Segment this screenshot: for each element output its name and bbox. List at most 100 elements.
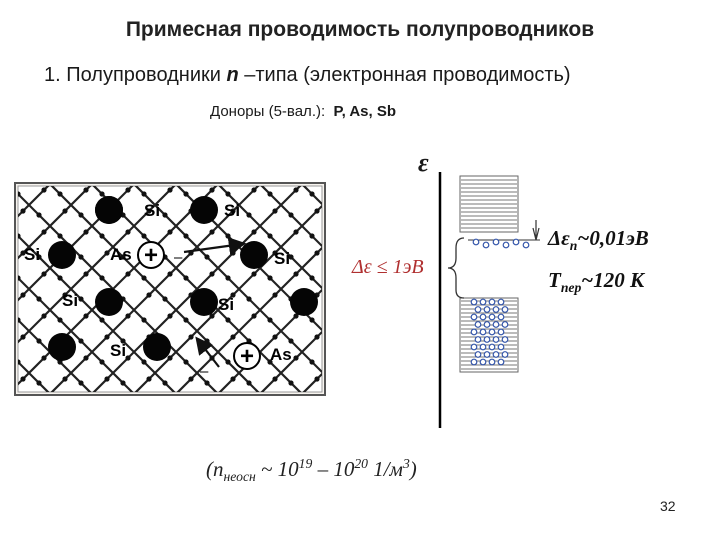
bond-electron-dot [188,334,194,340]
bond-electron-dot [267,359,273,365]
bond-electron-dot [246,380,252,386]
ion-plus-2 [233,342,261,370]
bond-electron-dot [120,254,126,260]
bond-electron-dot [78,212,84,218]
si-label-3: Si [24,245,40,264]
conc-exp3: 3 [402,456,410,471]
valence-electron [492,336,500,343]
atom [95,196,123,224]
bond-line [18,186,92,260]
bond-line [50,186,260,392]
conc-open: (n [206,457,224,481]
bond-electron-dot [141,317,147,323]
valence-electron [479,313,487,321]
subtitle: 1. Полупроводники n –типа (электронная п… [44,64,571,87]
valence-electron [488,343,496,351]
band-diagram [438,172,540,428]
subtitle-n: n [226,64,239,86]
as-label-2: As [270,345,292,364]
bond-electron-dot [20,292,26,298]
atom [190,288,218,316]
valence-electron [488,298,496,306]
valence-electron [497,298,505,306]
bond-electron-dot [272,334,278,340]
bond-electron-dot [272,292,278,298]
bond-electron-dot [20,250,26,256]
donor-electron [512,238,520,246]
valence-band [459,297,519,373]
bond-electron-dot [104,334,110,340]
valence-electron [479,298,487,306]
donor-electron [472,238,480,246]
valence-electron [479,343,487,351]
valence-electron [497,328,505,336]
bond-electron-dot [314,334,320,340]
bond-electron-dot [104,250,110,256]
bond-electron-dot [288,212,294,218]
bond-electron-dot [41,271,47,277]
bond-electron-dot [162,296,168,302]
bond-electron-dot [204,254,210,260]
bond-electron-dot [267,275,273,281]
bond-electron-dot [183,191,189,197]
si-label-7: Si [110,341,126,360]
valence-electron [497,343,505,351]
bond-line [134,204,322,392]
valence-electron [470,328,478,336]
valence-electron [488,328,496,336]
bond-electron-dot [293,355,299,361]
valence-electron [470,298,478,306]
valence-electron [474,336,482,343]
bond-electron-dot [83,313,89,319]
valence-electron [474,306,482,313]
bond-electron-dot [125,355,131,361]
bond-electron-dot [188,376,194,382]
bond-electron-dot [230,376,236,382]
page-number: 32 [660,498,676,514]
bond-electron-dot [62,292,68,298]
bond-electron-dot [99,275,105,281]
bond-electron-dot [41,313,47,319]
bond-electron-dot [167,229,173,235]
bond-electron-dot [267,233,273,239]
donor-electron [482,241,490,249]
temperature-symbol: T [548,268,561,292]
valence-electron [492,306,500,313]
bond-electron-dot [18,359,21,365]
page-title: Примесная проводимость полупроводников [125,18,595,41]
valence-electron [470,358,478,366]
bond-electron-dot [78,338,84,344]
conc-mid1: ~ 10 [255,457,299,481]
bond-electron-dot [125,271,131,277]
conduction-band [459,175,519,233]
bond-electron-dot [62,208,68,214]
bond-electron-dot [125,313,131,319]
bond-electron-dot [146,292,152,298]
si-label-6: Si [218,295,234,314]
bond-electron-dot [20,376,26,382]
valence-electron [497,358,505,366]
conc-exp2: 20 [354,456,368,471]
bond-electron-dot [20,208,26,214]
bond-electron-dot [99,317,105,323]
si-label-5: Si [62,291,78,310]
atom [48,241,76,269]
si-label-1: Si [144,201,160,220]
bond-electron-dot [204,380,210,386]
bond-electron-dot [309,359,315,365]
bond-line [92,186,302,392]
bond-electron-dot [57,317,63,323]
bond-electron-dot [120,380,126,386]
donor-level [468,238,540,249]
valence-electron [492,321,500,328]
bond-electron-dot [36,296,42,302]
atom [290,288,318,316]
atom [240,241,268,269]
bond-electron-dot [272,250,278,256]
bond-electron-dot [288,380,294,386]
bond-electron-dot [209,271,215,277]
conc-sub: неосн [223,469,256,485]
bond-electron-dot [78,296,84,302]
lattice-atoms [48,196,318,361]
bond-electron-dot [251,313,257,319]
